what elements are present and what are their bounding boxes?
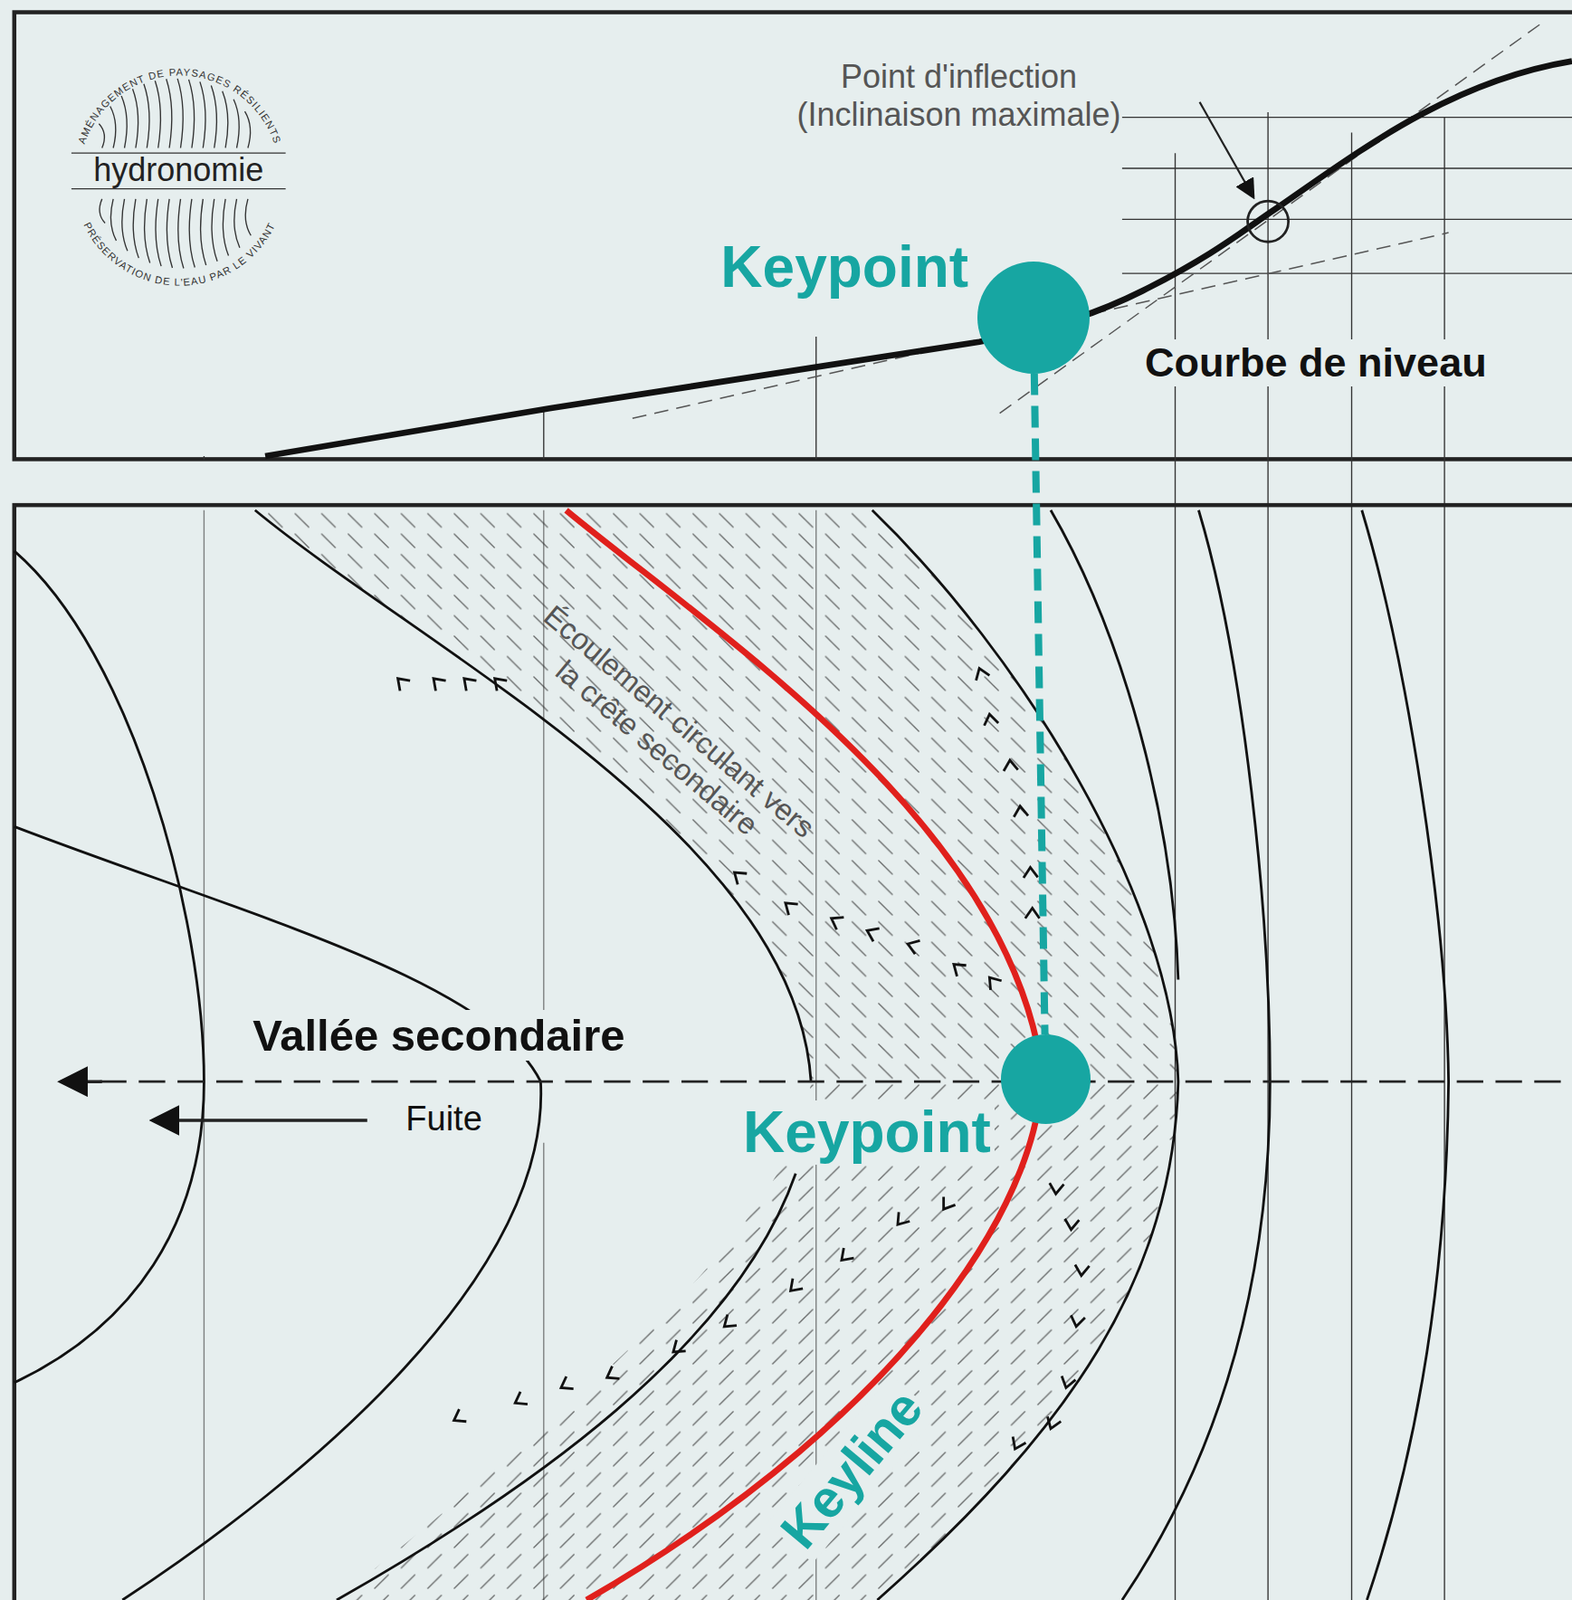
leak-label: Fuite bbox=[401, 1099, 486, 1140]
keypoint-circle: Keypoint bbox=[1000, 1034, 1091, 1125]
valley-label: Vallée secondaire bbox=[248, 1009, 629, 1061]
logo-arc-text: PRÉSERVATION DE L'EAU PAR LE VIVANT bbox=[81, 220, 277, 288]
keypoint-label: Keypoint bbox=[739, 1100, 995, 1164]
logo-arc-text: AMÉNAGEMENT DE PAYSAGES RÉSILIENTS bbox=[76, 66, 284, 145]
keypoint-circle: Keypoint bbox=[977, 261, 1090, 374]
svg-text:AMÉNAGEMENT DE PAYSAGES RÉSILI: AMÉNAGEMENT DE PAYSAGES RÉSILIENTS bbox=[76, 66, 284, 145]
keypoint-label: Keypoint bbox=[716, 235, 972, 299]
svg-text:PRÉSERVATION DE L'EAU PAR LE V: PRÉSERVATION DE L'EAU PAR LE VIVANT bbox=[81, 220, 277, 288]
callout-note: Point d'inflection (Inclinaison maximale… bbox=[756, 57, 1163, 134]
logo-name: hydronomie bbox=[89, 151, 267, 189]
keypoint-link bbox=[1034, 373, 1046, 1035]
contour-label: Courbe de niveau bbox=[1141, 339, 1491, 387]
